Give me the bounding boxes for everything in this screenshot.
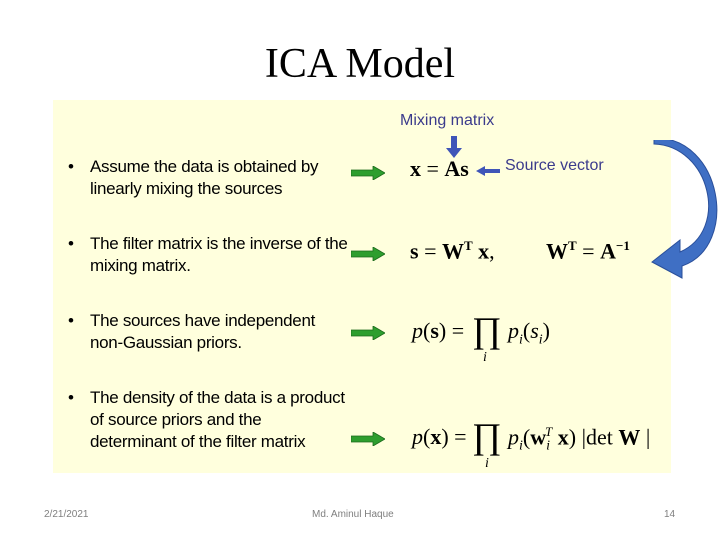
eq-symbol: = (451, 318, 465, 343)
eq-symbol: x (478, 238, 490, 264)
eq-symbol: A (600, 238, 616, 264)
bullet-text: The filter matrix is the inverse of the … (90, 234, 348, 275)
eq-symbol: −1 (615, 238, 630, 253)
eq-symbol: s (430, 318, 439, 343)
mixing-matrix-label: Mixing matrix (400, 112, 495, 129)
eq-symbol: x (410, 156, 421, 181)
equation-density: p(x) = ∏ i pi(wiT x) |det W | (412, 418, 662, 474)
eq-symbol: ) (438, 318, 447, 343)
eq-symbol: ) (568, 424, 577, 450)
eq-symbol: T (568, 238, 577, 253)
product-symbol: ∏ (472, 416, 502, 456)
equation-inverse: WT = A−1 (546, 238, 630, 264)
eq-symbol: T (545, 424, 553, 439)
eq-symbol: W (618, 424, 641, 450)
eq-symbol: = (426, 156, 439, 181)
bullet-marker: • (68, 388, 74, 407)
equation-mixing: x = As (410, 156, 469, 182)
bullet-text: The density of the data is a product of … (90, 388, 345, 451)
equation-prior: p(s) = ∏ i pi(si) (412, 312, 572, 368)
eq-symbol: As (444, 156, 469, 181)
eq-symbol: p (412, 318, 423, 343)
bullet-text: The sources have independent non-Gaussia… (90, 311, 316, 352)
product-symbol: ∏ (472, 310, 502, 350)
left-arrow-icon (476, 166, 500, 176)
eq-symbol: = (582, 238, 595, 264)
eq-symbol: ( (423, 318, 431, 343)
bullet-marker: • (68, 311, 74, 330)
eq-symbol: ( (522, 318, 531, 343)
eq-symbol: i (483, 350, 487, 365)
eq-symbol: ( (423, 424, 431, 449)
bullet-marker: • (68, 234, 74, 253)
eq-symbol: i (546, 438, 550, 454)
eq-symbol: | (581, 424, 586, 450)
eq-symbol: det (585, 424, 613, 450)
right-arrow-icon (351, 326, 385, 340)
eq-symbol: i (538, 332, 543, 348)
eq-symbol: s (410, 238, 419, 264)
eq-symbol: = (454, 424, 467, 449)
down-arrow-icon (446, 136, 462, 158)
eq-symbol: p (412, 424, 423, 449)
right-arrow-icon (351, 166, 385, 180)
right-arrow-icon (351, 247, 385, 261)
bullet-text: Assume the data is obtained by linearly … (90, 157, 319, 198)
eq-symbol: = (424, 238, 437, 264)
eq-symbol: W (546, 238, 568, 264)
eq-symbol: | (645, 424, 651, 450)
right-arrow-icon (351, 432, 385, 446)
eq-symbol: i (485, 456, 489, 471)
footer-author: Md. Aminul Haque (312, 509, 394, 520)
eq-symbol: x (430, 424, 442, 449)
eq-symbol: T (463, 238, 473, 253)
eq-symbol: i (519, 332, 523, 348)
eq-symbol: x (557, 424, 569, 450)
footer-date: 2/21/2021 (44, 509, 89, 520)
eq-symbol: i (519, 438, 523, 454)
eq-symbol: s (530, 318, 539, 343)
eq-symbol: ) (441, 424, 449, 449)
curved-arrow-icon (651, 140, 718, 279)
eq-symbol: , (489, 238, 495, 264)
eq-symbol: ( (522, 424, 531, 450)
slide-title: ICA Model (264, 41, 456, 87)
footer-page-number: 14 (664, 509, 676, 520)
eq-symbol: p (508, 424, 519, 450)
content-panel (53, 100, 671, 473)
eq-symbol: W (441, 238, 464, 264)
bullet-marker: • (68, 157, 74, 176)
eq-symbol: p (508, 318, 519, 343)
source-vector-label: Source vector (505, 157, 604, 174)
eq-symbol: ) (542, 318, 550, 343)
eq-symbol: w (530, 424, 547, 450)
equation-filter: s = WT x, (410, 238, 495, 264)
